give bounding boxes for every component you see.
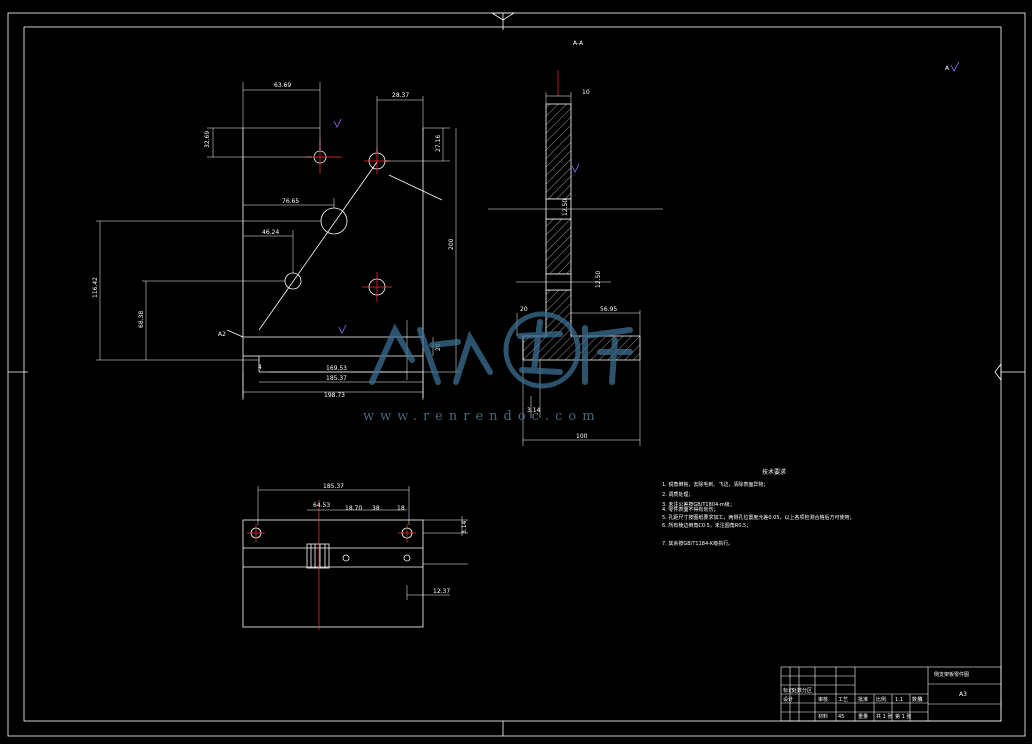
dim-chamfer: A2 [218, 331, 226, 338]
sheet-size: A3 [959, 691, 967, 698]
note-line: 5. 孔距尺寸按图纸要求加工，两侧孔位置度允差0.05，以上各项检测合格后方可使… [662, 514, 855, 521]
tb-cell: 第 1 张 [895, 713, 911, 720]
tb-cell: 工艺 [838, 697, 848, 703]
dim-left-upper: 32.69 [204, 131, 211, 148]
dim-small: 4 [258, 364, 262, 371]
watermark: www.renrendoc.com [363, 311, 633, 424]
side-dim-low-hole: 12.50 [595, 271, 602, 288]
top-dim-overall: 185.37 [323, 483, 344, 490]
dim-mid-span: 76.65 [282, 198, 299, 205]
tb-cell: 批准 [858, 696, 868, 703]
note-line: 3. 未注公差按GB/T1804-m级； [662, 501, 735, 508]
sheet-mark: A-A [573, 40, 584, 47]
side-dim-mid-hole: 12.50 [562, 199, 569, 216]
side-view: 10 12.50 12.50 56.95 20 3.14 100 A [488, 61, 960, 446]
tb-cell: 1:1 [895, 697, 903, 703]
watermark-logo-icon [369, 311, 633, 389]
note-line: 6. 所有棱边倒角C0.5，未注圆角R0.5； [662, 522, 751, 529]
tb-cell: 45 [838, 714, 844, 720]
dim-slot-mid: 185.37 [326, 375, 347, 382]
part-name: 侧支架板零件图 [934, 671, 969, 678]
top-dim-s3: 18 [397, 505, 405, 512]
dim-lower-span: 46.24 [262, 229, 279, 236]
tb-cell: 共 1 张 [876, 713, 892, 720]
sheet-border [7, 12, 1026, 737]
side-dim-top: 10 [582, 89, 590, 96]
top-dim-slot: 64.53 [313, 502, 330, 509]
side-dim-flange-h: 20 [520, 306, 528, 313]
roughness-icon [333, 118, 347, 334]
top-dim-height: 3.14 [461, 520, 468, 534]
roughness-icon [571, 163, 580, 173]
dim-overall-left: 116.42 [92, 277, 99, 298]
dim-inner-left: 68.38 [138, 311, 145, 328]
note-line: 2. 调质处理； [662, 491, 693, 498]
tb-cell: 设计 [783, 696, 793, 703]
dim-right-upper: 27.16 [435, 135, 442, 152]
tb-cell: 1 [920, 697, 923, 703]
tb-cell: 比例 [876, 696, 886, 703]
tb-cell: 材料 [818, 713, 828, 720]
top-dim-s1: 18.70 [345, 505, 362, 512]
tb-cell: 重量 [858, 713, 868, 720]
tb-cell: 标记 [783, 687, 793, 694]
note-line: 4. 零件表面不得有划伤； [662, 506, 718, 513]
watermark-url: www.renrendoc.com [363, 409, 601, 424]
tb-cell: 处数 [792, 687, 802, 694]
title-block: 侧支架板零件图 A3 标记 处数 分区 设计 审核 工艺 批准 比例 1:1 数… [780, 666, 1002, 722]
notes-title: 技术要求 [762, 468, 786, 476]
side-dim-flange-w: 56.95 [600, 306, 617, 313]
front-view: 63.69 28.37 32.69 27.16 76.65 46.24 116.… [92, 82, 460, 400]
tb-cell: 数量 [912, 696, 922, 703]
top-dim-s2: 38 [372, 505, 380, 512]
note-line: 7. 其余按GB/T1184-K级执行。 [662, 540, 733, 547]
dim-slot-inner: 169.53 [326, 365, 347, 372]
tb-cell: 审核 [818, 696, 828, 703]
top-dim-right-offset: 12.37 [433, 588, 450, 595]
svg-text:A: A [945, 65, 950, 72]
dim-top-left: 63.69 [274, 82, 291, 89]
tb-cell: 分区 [802, 687, 812, 694]
dim-top-right: 28.37 [392, 92, 409, 99]
top-view: 185.37 64.53 18.70 38 18 3.14 12.37 [242, 483, 468, 630]
dim-overall-bottom: 198.73 [324, 392, 345, 399]
technical-notes: 技术要求 1. 锐角倒钝，去除毛刺、飞边，清除表面异物； 2. 调质处理； 3.… [662, 468, 855, 547]
side-dim-bottom-small: 3.14 [527, 407, 541, 414]
note-line: 1. 锐角倒钝，去除毛刺、飞边，清除表面异物； [662, 481, 768, 488]
side-dim-bottom-total: 100 [576, 433, 588, 440]
dim-overall-right: 200 [448, 238, 455, 250]
surface-mark-icon: A [945, 61, 960, 72]
